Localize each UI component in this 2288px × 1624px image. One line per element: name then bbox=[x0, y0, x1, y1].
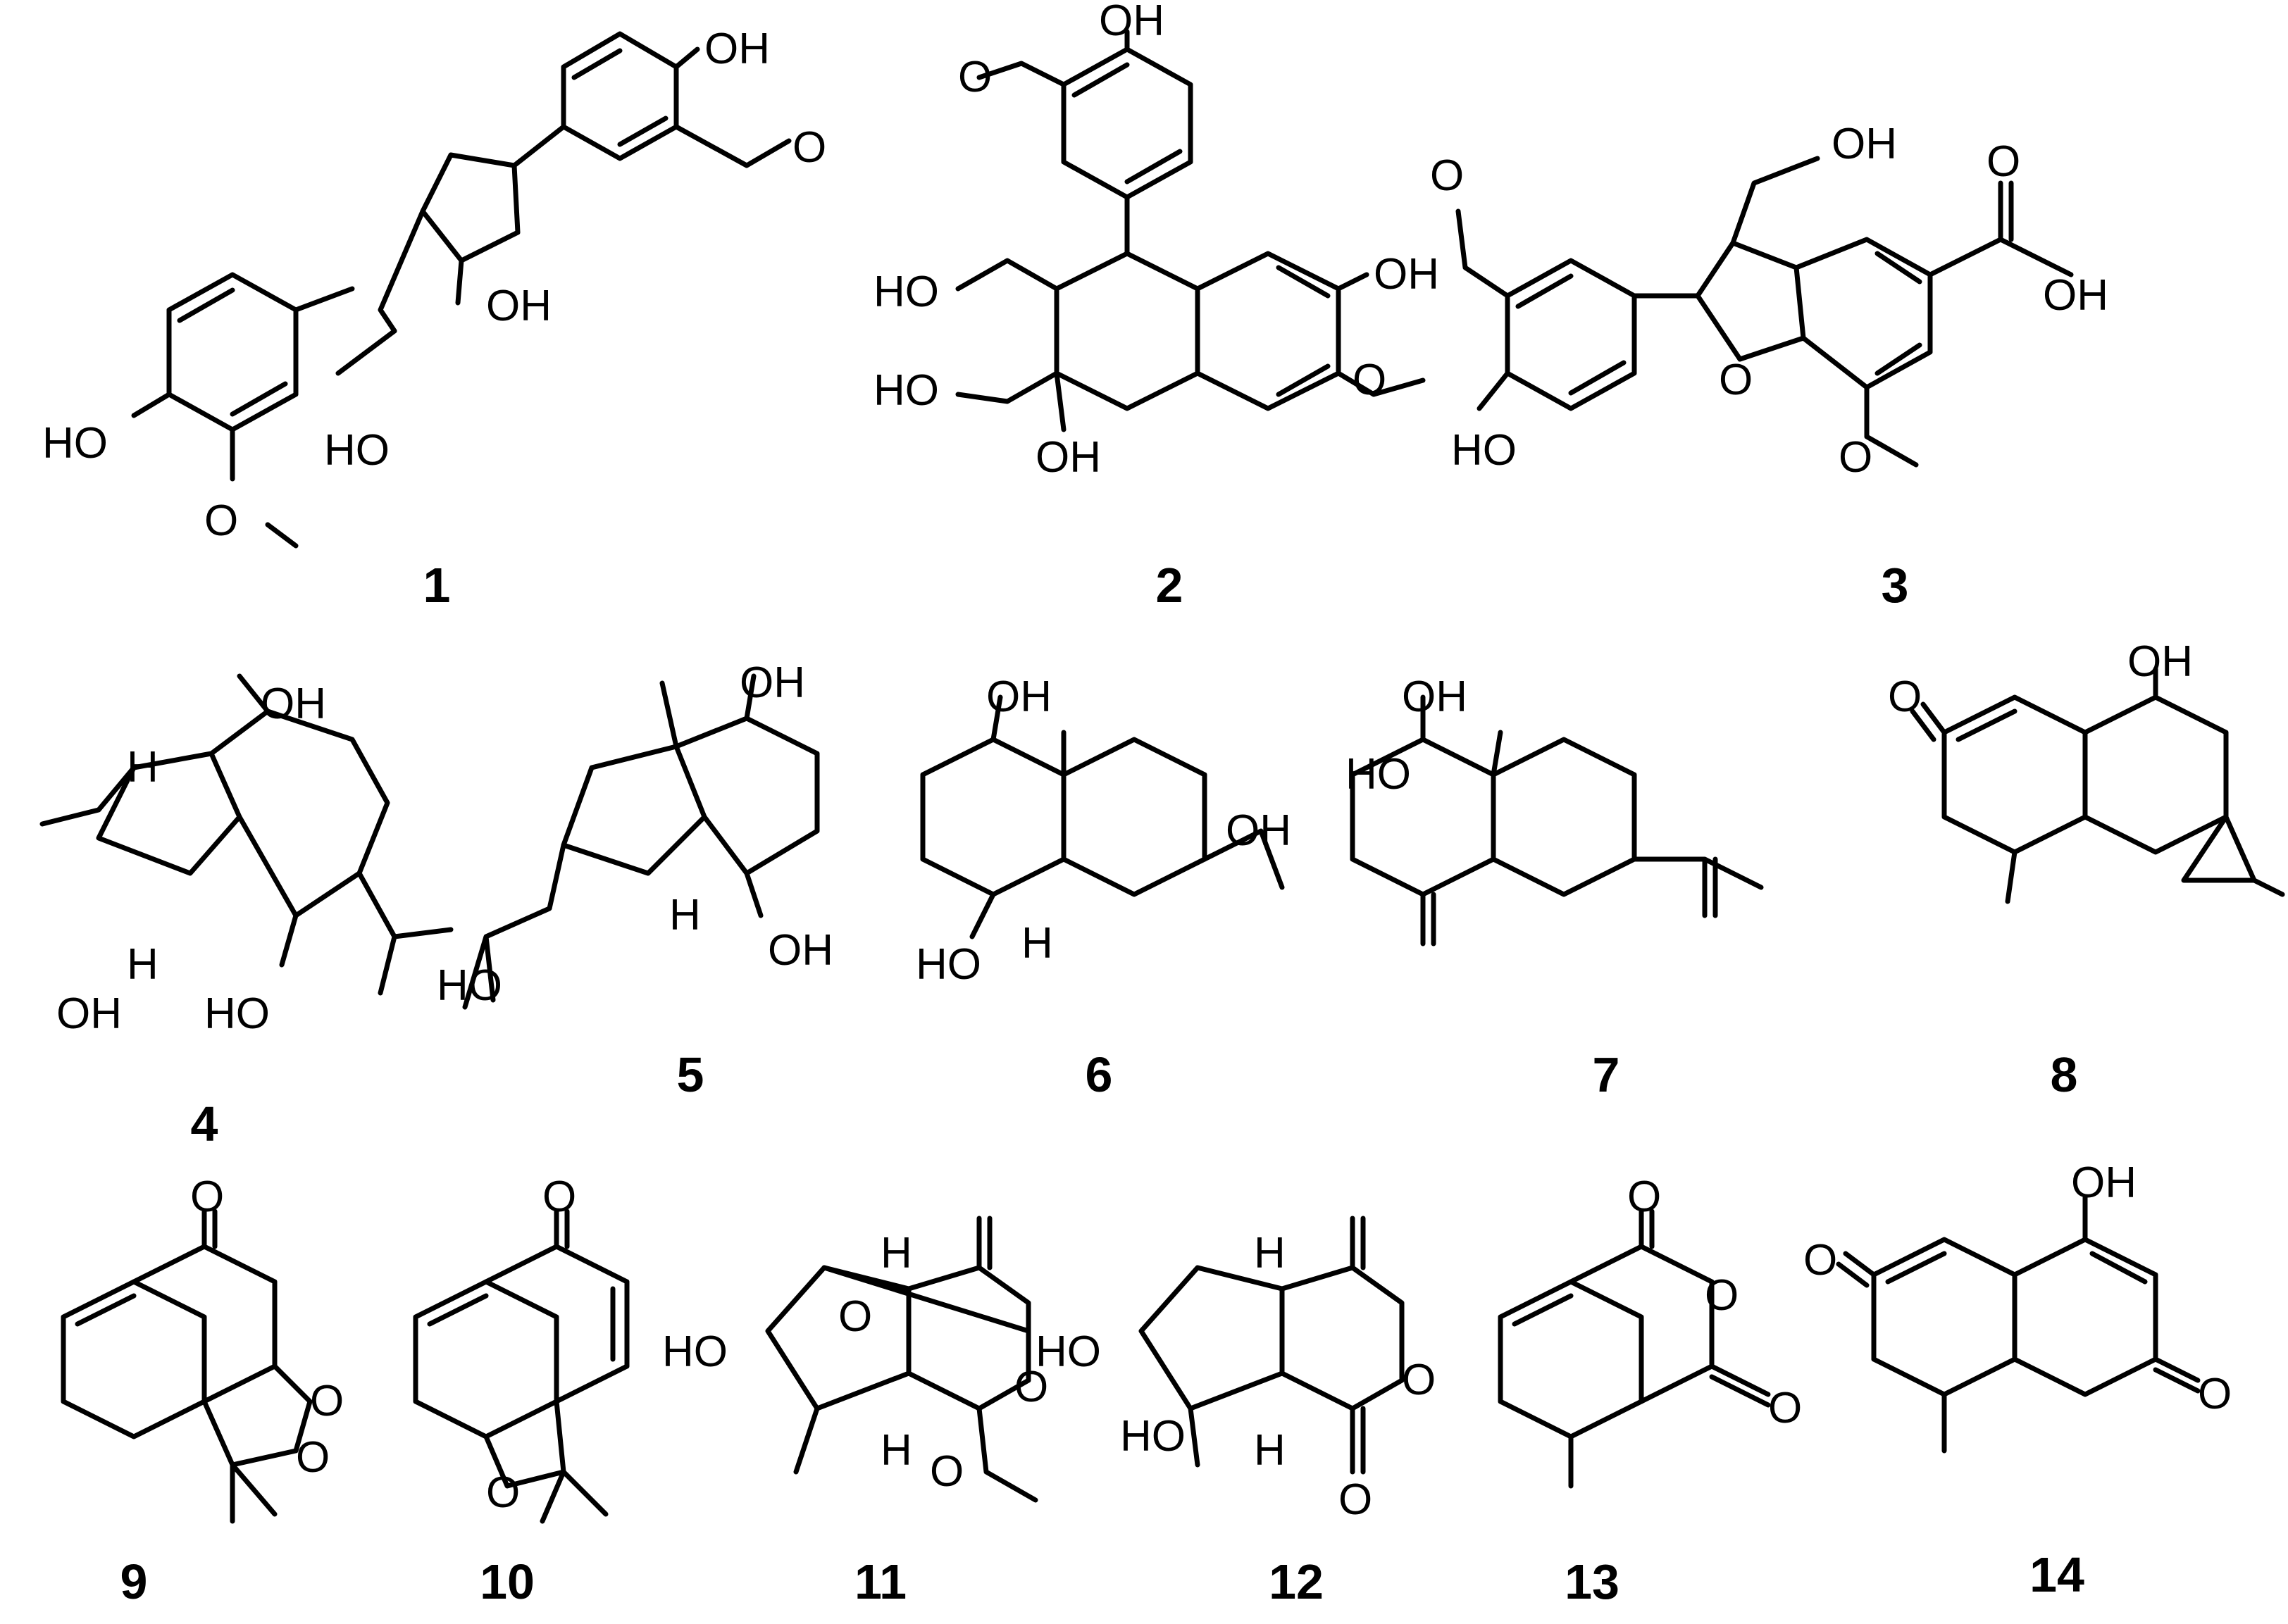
compound-10-number: 10 bbox=[480, 1554, 535, 1609]
compound-9-label-o: O bbox=[310, 1377, 344, 1425]
compound-1-number: 1 bbox=[423, 558, 451, 613]
compound-11-label-o: O bbox=[1014, 1363, 1048, 1411]
compound-3-label-o: O bbox=[1719, 356, 1753, 404]
compound-11-label-h: H bbox=[881, 1229, 912, 1278]
compound-2-label-oh: OH bbox=[1036, 433, 1101, 482]
compound-4-label-h: H bbox=[127, 940, 158, 989]
compound-11-label-ho: HO bbox=[662, 1328, 728, 1376]
compound-12-label-h: H bbox=[1254, 1229, 1286, 1278]
compound-5-label-oh: OH bbox=[740, 658, 805, 707]
compound-6-label-ho: HO bbox=[916, 940, 981, 989]
compound-2-number: 2 bbox=[1156, 558, 1183, 613]
compound-4: OH H H OH HO 4 bbox=[39, 673, 454, 1151]
compound-1-label-o: O bbox=[792, 123, 826, 172]
compound-12-label-o: O bbox=[1402, 1356, 1436, 1404]
compound-2: OH O HO OH HO OH O 2 bbox=[873, 0, 1439, 613]
compound-3-label-o: O bbox=[1839, 433, 1872, 482]
compound-5-label-oh: OH bbox=[768, 926, 833, 975]
compound-7-label-ho: HO bbox=[1345, 750, 1411, 799]
compound-9: O O O 9 bbox=[61, 1173, 344, 1609]
compound-11-label-o: O bbox=[930, 1447, 964, 1496]
compound-2-label-oh: OH bbox=[1099, 0, 1164, 45]
compound-3-label-o: O bbox=[1430, 151, 1464, 200]
compound-12-label-h: H bbox=[1254, 1426, 1286, 1475]
compound-4-label-oh: OH bbox=[56, 989, 122, 1038]
compound-4-label-ho: HO bbox=[204, 989, 270, 1038]
compound-6: OH OH HO H 6 bbox=[916, 673, 1291, 1102]
compound-13-number: 13 bbox=[1565, 1554, 1619, 1609]
compound-5-number: 5 bbox=[677, 1047, 704, 1102]
compound-5-label-ho: HO bbox=[437, 961, 502, 1010]
compound-6-label-oh: OH bbox=[1226, 806, 1291, 855]
compound-3-label-oh: OH bbox=[1832, 120, 1897, 168]
compound-14-label-o: O bbox=[2198, 1370, 2232, 1418]
compound-3-label-o: O bbox=[1987, 137, 2020, 186]
compound-1-label-ho: HO bbox=[324, 426, 390, 475]
compound-3-label-oh: OH bbox=[2043, 271, 2108, 320]
compound-11-label-h: H bbox=[881, 1426, 912, 1475]
compound-2-label-oh: OH bbox=[1374, 250, 1439, 299]
compound-11-number: 11 bbox=[854, 1554, 907, 1609]
compound-13: O O O 13 bbox=[1498, 1173, 1802, 1609]
compound-8: OH O 8 bbox=[1888, 637, 2285, 1102]
compound-5-label-h: H bbox=[669, 891, 701, 939]
compound-6-number: 6 bbox=[1086, 1047, 1113, 1102]
compound-6-label-h: H bbox=[1021, 919, 1053, 968]
compound-7-label-oh: OH bbox=[1402, 673, 1467, 721]
compound-9-number: 9 bbox=[120, 1554, 148, 1609]
compound-4-label-h: H bbox=[127, 743, 158, 792]
compound-2-label-ho: HO bbox=[873, 268, 939, 316]
compound-1-label-ho: HO bbox=[42, 419, 108, 468]
compound-4-number: 4 bbox=[191, 1097, 218, 1151]
compound-7: OH HO 7 bbox=[1345, 673, 1764, 1102]
compound-9-label-o: O bbox=[190, 1173, 224, 1221]
compound-1: OH O OH HO HO O 1 bbox=[42, 25, 826, 613]
compound-11: H HO O O H O 11 bbox=[662, 1216, 1048, 1609]
compound-13-label-o: O bbox=[1627, 1173, 1661, 1221]
compound-2-label-ho: HO bbox=[873, 366, 939, 415]
compound-8-number: 8 bbox=[2051, 1047, 2078, 1102]
compound-12: H HO O HO H O 12 bbox=[1036, 1216, 1436, 1609]
compound-10: O O 10 bbox=[413, 1173, 630, 1609]
compound-3: OH O O OH O HO O 3 bbox=[1430, 120, 2108, 613]
compound-13-label-o: O bbox=[1705, 1271, 1739, 1320]
compound-9-label-o: O bbox=[296, 1433, 330, 1482]
compound-12-label-ho: HO bbox=[1036, 1328, 1101, 1376]
compound-3-number: 3 bbox=[1882, 558, 1909, 613]
compound-3-label-ho: HO bbox=[1451, 426, 1517, 475]
compound-14: OH O O 14 bbox=[1803, 1158, 2232, 1602]
compound-10-label-o: O bbox=[486, 1468, 520, 1517]
compound-1-label-oh: OH bbox=[486, 282, 552, 330]
compound-13-label-o: O bbox=[1768, 1384, 1802, 1432]
compound-7-number: 7 bbox=[1593, 1047, 1620, 1102]
compound-12-label-ho: HO bbox=[1120, 1412, 1186, 1461]
compound-5: OH H OH HO 5 bbox=[437, 658, 833, 1102]
compound-8-label-oh: OH bbox=[2127, 637, 2193, 686]
compound-2-label-o: O bbox=[958, 53, 992, 101]
compound-4-label-oh: OH bbox=[261, 680, 326, 728]
compound-11-label-o: O bbox=[838, 1292, 872, 1341]
compound-14-label-o: O bbox=[1803, 1236, 1837, 1285]
compound-8-label-o: O bbox=[1888, 673, 1922, 721]
compound-1-label-oh: OH bbox=[704, 25, 770, 73]
compound-12-label-o: O bbox=[1338, 1475, 1372, 1524]
compound-14-number: 14 bbox=[2029, 1547, 2084, 1602]
compound-12-number: 12 bbox=[1269, 1554, 1324, 1609]
compound-6-label-oh: OH bbox=[986, 673, 1052, 721]
compound-10-label-o: O bbox=[542, 1173, 576, 1221]
compound-1-label-o: O bbox=[204, 496, 238, 545]
compound-2-label-o: O bbox=[1353, 356, 1386, 404]
compound-14-label-oh: OH bbox=[2071, 1158, 2137, 1207]
